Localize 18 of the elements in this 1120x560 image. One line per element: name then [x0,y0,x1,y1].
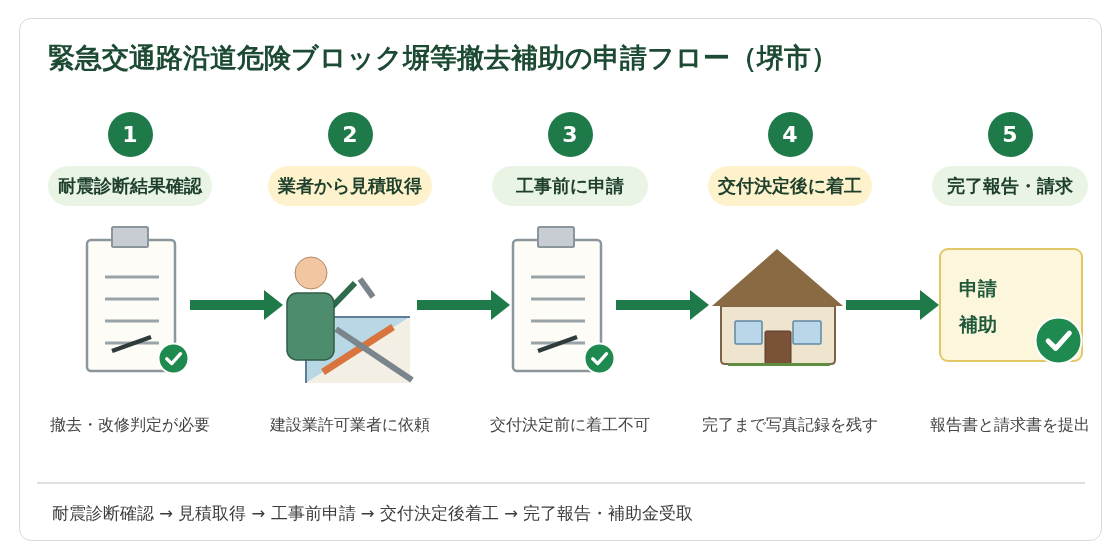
arrow [616,290,709,320]
caption-text: 交付決定前に着工不可 [490,415,650,435]
caption-text: 完了まで写真記録を残す [702,415,878,435]
card-text: 補助 [959,312,997,336]
title: 緊急交通路沿道危険ブロック塀等撤去補助の申請フロー（堺市） [48,41,838,75]
step-label-pill: 完了報告・請求 [932,166,1088,206]
step-label-pill: 業者から見積取得 [268,166,432,206]
caption-text: 建設業許可業者に依頼 [270,415,430,435]
arrow [846,290,939,320]
summary-text: 耐震診断確認 → 見積取得 → 工事前申請 → 交付決定後着工 → 完了報告・補助金受取 [52,503,694,525]
step-label-pill: 工事前に申請 [492,166,648,206]
arrow [190,290,283,320]
caption-text: 報告書と請求書を提出 [930,415,1090,435]
caption-text: 撤去・改修判定が必要 [50,415,210,435]
step-label-pill: 交付決定後に着工 [708,166,872,206]
arrow [417,290,510,320]
step-label-pill: 耐震診断結果確認 [48,166,212,206]
card-text: 申請 [959,276,997,300]
